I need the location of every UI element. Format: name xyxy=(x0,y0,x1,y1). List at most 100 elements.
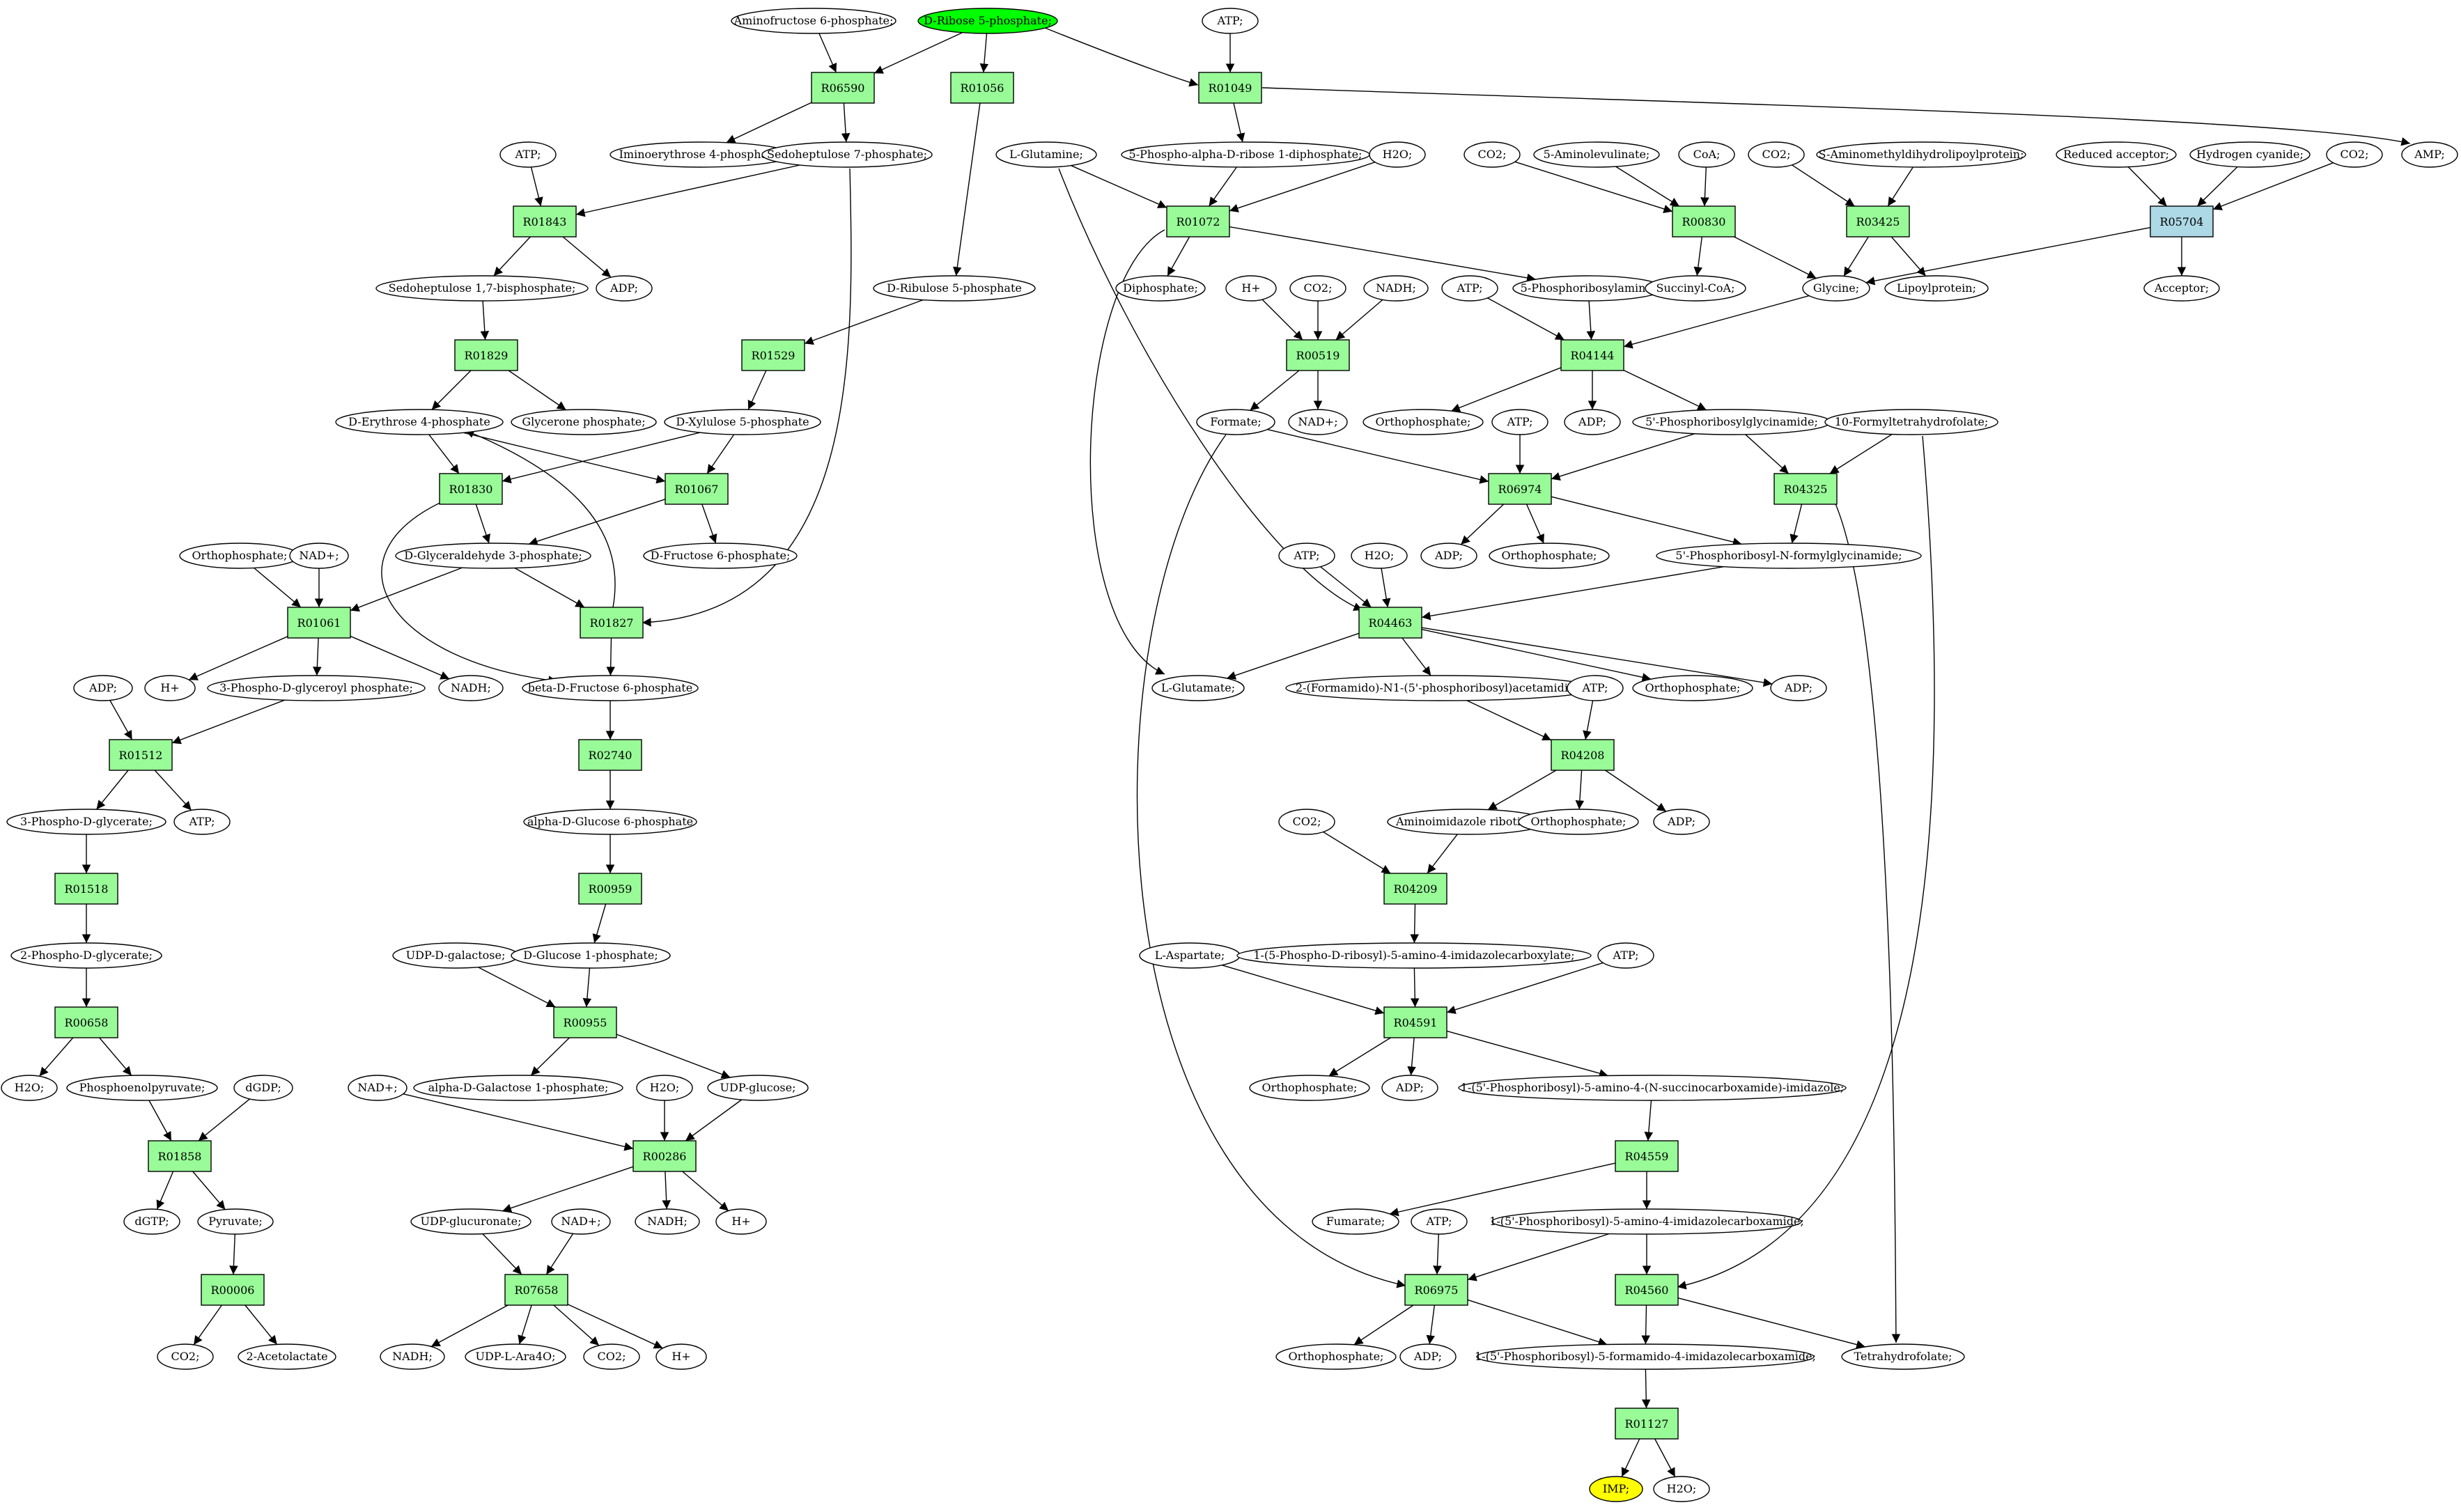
metabolite-node[interactable]: NAD+; xyxy=(289,543,349,569)
metabolite-node[interactable]: NADH; xyxy=(635,1208,700,1235)
reaction-node[interactable]: R00959 xyxy=(578,873,642,905)
metabolite-node[interactable]: Formate; xyxy=(1196,409,1275,435)
metabolite-node[interactable]: UDP-glucuronate; xyxy=(410,1208,531,1235)
metabolite-node[interactable]: Sedoheptulose 7-phosphate; xyxy=(761,141,933,168)
metabolite-node[interactable]: H2O; xyxy=(1369,141,1426,168)
reaction-node[interactable]: R04325 xyxy=(1773,473,1838,505)
metabolite-node[interactable]: ADP; xyxy=(596,275,653,302)
metabolite-node[interactable]: dGTP; xyxy=(123,1208,180,1235)
metabolite-node[interactable]: Succinyl-CoA; xyxy=(1645,275,1746,302)
metabolite-node[interactable]: Orthophosphate; xyxy=(1363,409,1484,435)
metabolite-node[interactable]: Fumarate; xyxy=(1312,1208,1399,1235)
metabolite-node[interactable]: Orthophosphate; xyxy=(1489,543,1610,569)
metabolite-node[interactable]: Diphosphate; xyxy=(1115,275,1206,302)
reaction-node[interactable]: R04208 xyxy=(1551,739,1615,771)
reaction-node[interactable]: R00286 xyxy=(632,1140,697,1172)
metabolite-node[interactable]: H2O; xyxy=(1653,1476,1710,1502)
reaction-node[interactable]: R03425 xyxy=(1846,205,1910,237)
metabolite-node[interactable]: CO2; xyxy=(1748,141,1805,168)
metabolite-node[interactable]: CO2; xyxy=(583,1343,640,1370)
metabolite-node[interactable]: L-Glutamate; xyxy=(1151,675,1245,701)
metabolite-node[interactable]: H+ xyxy=(144,675,196,701)
reaction-node[interactable]: R00519 xyxy=(1286,339,1350,371)
metabolite-node[interactable]: 1-(5'-Phosphoribosyl)-5-amino-4-imidazol… xyxy=(1489,1208,1804,1235)
metabolite-node[interactable]: 1-(5'-Phosphoribosyl)-5-amino-4-(N-succi… xyxy=(1458,1075,1847,1101)
metabolite-node[interactable]: ATP; xyxy=(1597,942,1654,969)
metabolite-node[interactable]: NADH; xyxy=(380,1343,445,1370)
metabolite-node[interactable]: CO2; xyxy=(1278,809,1335,835)
reaction-node[interactable]: R00006 xyxy=(201,1274,265,1306)
metabolite-node[interactable]: Sedoheptulose 1,7-bisphosphate; xyxy=(375,275,589,302)
metabolite-node[interactable]: ADP; xyxy=(1399,1343,1457,1370)
reaction-node[interactable]: R04560 xyxy=(1615,1274,1679,1306)
metabolite-node[interactable]: 2-Phospho-D-glycerate; xyxy=(10,942,162,969)
metabolite-node[interactable]: Orthophosphate; xyxy=(1518,809,1639,835)
reaction-node[interactable]: R01056 xyxy=(950,72,1014,104)
metabolite-node[interactable]: NAD+; xyxy=(1288,409,1348,435)
reaction-node[interactable]: R06590 xyxy=(811,72,875,104)
reaction-node[interactable]: R04209 xyxy=(1383,873,1447,905)
metabolite-node[interactable]: 2-(Formamido)-N1-(5'-phosphoribosyl)acet… xyxy=(1285,675,1596,701)
metabolite-node[interactable]: Iminoerythrose 4-phosphate; xyxy=(610,141,792,168)
reaction-node[interactable]: R06974 xyxy=(1488,473,1552,505)
metabolite-node[interactable]: 5-Aminolevulinate; xyxy=(1533,141,1660,168)
metabolite-node[interactable]: L-Glutamine; xyxy=(995,141,1097,168)
metabolite-node[interactable]: NADH; xyxy=(1363,275,1429,302)
reaction-node[interactable]: R01858 xyxy=(148,1140,212,1172)
metabolite-node[interactable]: dGDP; xyxy=(233,1075,293,1101)
reaction-node[interactable]: R01827 xyxy=(580,607,644,639)
metabolite-node[interactable]: D-Glucose 1-phosphate; xyxy=(511,942,671,969)
metabolite-node[interactable]: ATP; xyxy=(1411,1208,1468,1235)
metabolite-node[interactable]: D-Fructose 6-phosphate; xyxy=(643,543,798,569)
metabolite-node[interactable]: Reduced acceptor; xyxy=(2056,141,2177,168)
metabolite-node[interactable]: Orthophosphate; xyxy=(179,543,300,569)
metabolite-node[interactable]: ADP; xyxy=(1770,675,1827,701)
metabolite-node[interactable]: 2-Acetolactate xyxy=(238,1343,336,1370)
reaction-node[interactable]: R01049 xyxy=(1198,72,1262,104)
reaction-node[interactable]: R00830 xyxy=(1672,205,1736,237)
metabolite-node[interactable]: Hydrogen cyanide; xyxy=(2189,141,2311,168)
metabolite-node[interactable]: ATP; xyxy=(173,809,231,835)
metabolite-node[interactable]: Phosphoenolpyruvate; xyxy=(66,1075,218,1101)
reaction-node[interactable]: R01843 xyxy=(513,205,577,237)
metabolite-node[interactable]: IMP; xyxy=(1589,1476,1643,1502)
metabolite-node[interactable]: 5-Phosphoribosylamine; xyxy=(1512,275,1664,302)
metabolite-node[interactable]: 5'-Phosphoribosyl-N-formylglycinamide; xyxy=(1656,543,1922,569)
metabolite-node[interactable]: beta-D-Fructose 6-phosphate xyxy=(522,675,699,701)
reaction-node[interactable]: R01529 xyxy=(741,339,805,371)
metabolite-node[interactable]: 3-Phospho-D-glyceroyl phosphate; xyxy=(207,675,426,701)
metabolite-node[interactable]: Tetrahydrofolate; xyxy=(1841,1343,1965,1370)
metabolite-node[interactable]: NAD+; xyxy=(551,1208,611,1235)
metabolite-node[interactable]: ADP; xyxy=(73,675,133,701)
metabolite-node[interactable]: ADP; xyxy=(1653,809,1710,835)
metabolite-node[interactable]: UDP-D-galactose; xyxy=(392,942,519,969)
metabolite-node[interactable]: CO2; xyxy=(2326,141,2383,168)
reaction-node[interactable]: R01061 xyxy=(287,607,351,639)
metabolite-node[interactable]: CO2; xyxy=(157,1343,214,1370)
metabolite-node[interactable]: alpha-D-Galactose 1-phosphate; xyxy=(413,1075,623,1101)
metabolite-node[interactable]: Lipoylprotein; xyxy=(1884,275,1989,302)
reaction-node[interactable]: R04591 xyxy=(1383,1006,1447,1038)
metabolite-node[interactable]: 5'-Phosphoribosylglycinamide; xyxy=(1632,409,1831,435)
metabolite-node[interactable]: Orthophosphate; xyxy=(1275,1343,1397,1370)
metabolite-node[interactable]: H+ xyxy=(1225,275,1277,302)
metabolite-node[interactable]: S-Aminomethyldihydrolipoylprotein; xyxy=(1816,141,2026,168)
metabolite-node[interactable]: D-Ribulose 5-phosphate xyxy=(873,275,1036,302)
metabolite-node[interactable]: ATP; xyxy=(499,141,557,168)
reaction-node[interactable]: R01830 xyxy=(439,473,503,505)
reaction-node[interactable]: R04463 xyxy=(1358,607,1422,639)
reaction-node[interactable]: R00658 xyxy=(54,1006,118,1038)
metabolite-node[interactable]: AMP; xyxy=(2401,141,2458,168)
metabolite-node[interactable]: 10-Formyltetrahydrofolate; xyxy=(1824,409,1998,435)
metabolite-node[interactable]: UDP-L-Ara4O; xyxy=(465,1343,566,1370)
metabolite-node[interactable]: D-Erythrose 4-phosphate xyxy=(335,409,504,435)
reaction-node[interactable]: R01127 xyxy=(1615,1408,1679,1440)
metabolite-node[interactable]: UDP-glucose; xyxy=(707,1075,809,1101)
metabolite-node[interactable]: NAD+; xyxy=(348,1075,407,1101)
metabolite-node[interactable]: ATP; xyxy=(1491,409,1548,435)
metabolite-node[interactable]: H2O; xyxy=(636,1075,693,1101)
metabolite-node[interactable]: CO2; xyxy=(1289,275,1346,302)
metabolite-node[interactable]: 3-Phospho-D-glycerate; xyxy=(6,809,166,835)
metabolite-node[interactable]: H2O; xyxy=(1351,543,1408,569)
metabolite-node[interactable]: alpha-D-Glucose 6-phosphate xyxy=(523,809,697,835)
